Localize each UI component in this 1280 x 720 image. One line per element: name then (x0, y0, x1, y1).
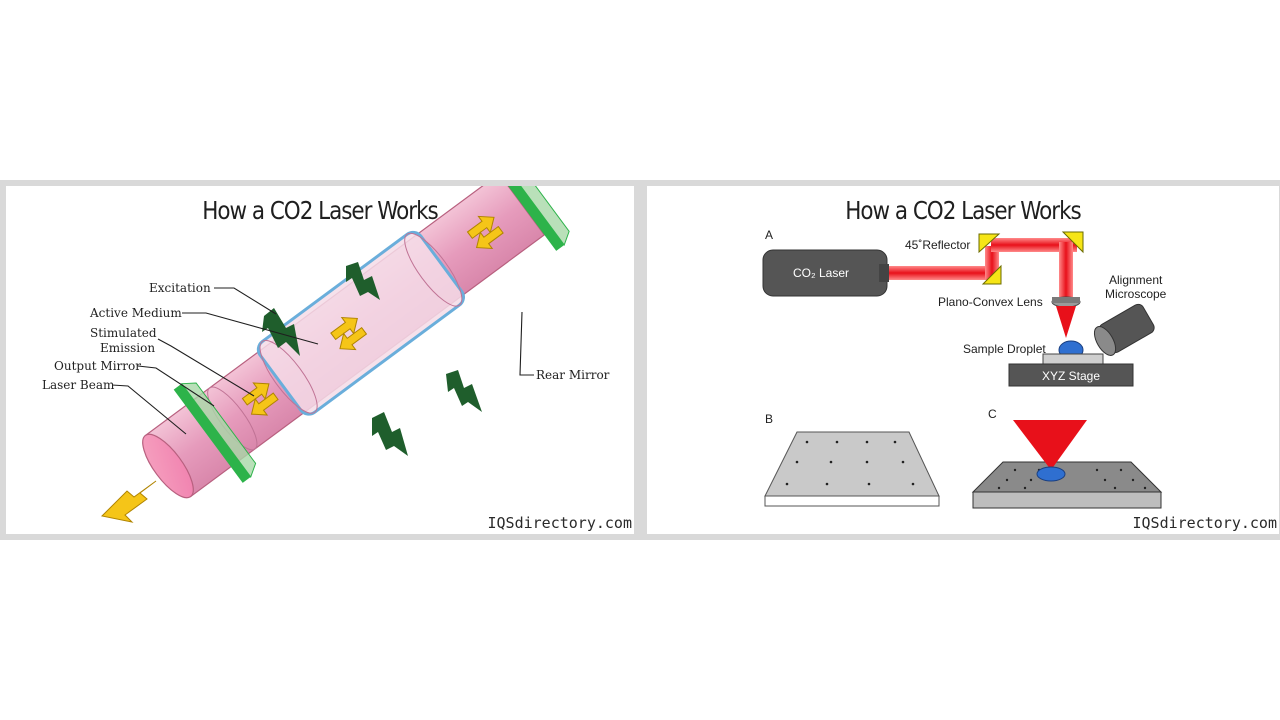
focused-beam-cone-c (1013, 420, 1087, 470)
watermark: IQSdirectory.com (487, 514, 633, 532)
watermark: IQSdirectory.com (1132, 514, 1278, 532)
excitation-bolts (262, 262, 482, 456)
reflector-mirrors (978, 231, 1084, 285)
section-label-b: B (765, 412, 773, 426)
label-excitation: Excitation (149, 281, 211, 295)
label-stimulated-emission-line1: Stimulated (90, 326, 157, 340)
tube-front-cap (142, 433, 194, 499)
reflector-icon (1061, 231, 1084, 254)
focused-beam-cone (1056, 306, 1076, 338)
laser-tube (142, 186, 570, 499)
label-alignment-line2: Microscope (1105, 287, 1167, 301)
label-alignment-line1: Alignment (1109, 273, 1163, 287)
label-stimulated-emission-line2: Emission (100, 341, 155, 355)
label-active-medium: Active Medium (89, 306, 182, 320)
lens-mount (1052, 297, 1080, 303)
panel-title: How a CO2 Laser Works (845, 196, 1081, 225)
section-label-c: C (988, 407, 997, 421)
active-medium-sleeve (256, 230, 465, 416)
section-label-a: A (765, 228, 773, 242)
reflector-icon (978, 233, 1001, 254)
co2-laser-tube-diagram-panel: How a CO2 Laser Works (6, 186, 634, 534)
substrate-plate-c (971, 461, 1163, 509)
reflector-icon (981, 264, 1002, 285)
excitation-bolt-icon (446, 370, 482, 412)
laser-tube-illustration: Excitation Active Medium Stimulated Emis… (42, 186, 610, 523)
photon-arrows (241, 215, 504, 416)
excitation-bolt-icon (346, 262, 380, 300)
excitation-bolt-icon (262, 308, 300, 356)
droplet-c (1036, 466, 1066, 482)
label-leader-lines (111, 287, 534, 435)
label-reflector: 45˚Reflector (905, 238, 970, 252)
substrate-plate-b (764, 431, 940, 507)
label-laser-beam: Laser Beam (42, 378, 115, 392)
laser-nozzle (879, 264, 889, 282)
co2-laser-setup-diagram-panel: How a CO2 Laser Works A CO₂ Laser (647, 186, 1279, 534)
sleeve-edge (404, 232, 463, 307)
label-output-mirror: Output Mirror (54, 359, 141, 373)
label-sample-droplet: Sample Droplet (963, 342, 1046, 356)
label-plano-convex-lens: Plano-Convex Lens (938, 295, 1043, 309)
xyz-stage (1008, 363, 1134, 387)
alignment-microscope (1093, 303, 1155, 356)
label-rear-mirror: Rear Mirror (536, 368, 610, 382)
label-xyz-stage: XYZ Stage (1042, 369, 1100, 383)
panel-title: How a CO2 Laser Works (202, 196, 438, 225)
co2-laser-label: CO₂ Laser (793, 266, 849, 280)
laser-setup-illustration: A CO₂ Laser 45˚Reflector Plano-Convex Le… (762, 228, 1167, 509)
laser-beam-path (889, 238, 1077, 300)
stage-platform (1042, 353, 1104, 365)
excitation-bolt-icon (372, 412, 408, 456)
output-mirror (173, 382, 257, 483)
laser-beam-arrow (100, 480, 157, 523)
rear-mirror (487, 186, 570, 251)
